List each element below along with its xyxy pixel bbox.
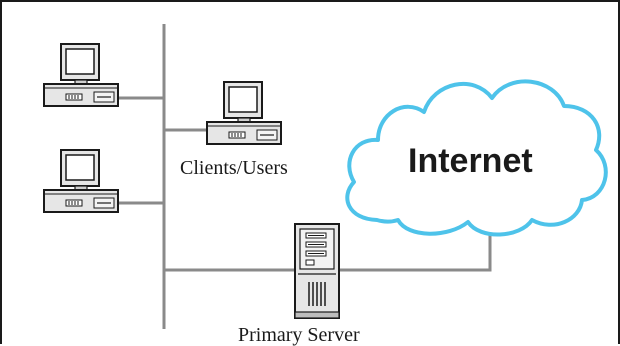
cloud-icon xyxy=(345,79,608,237)
client-computer-1 xyxy=(43,43,119,107)
desktop-computer-icon xyxy=(43,43,119,107)
desktop-computer-icon xyxy=(206,81,282,145)
client-computer-3 xyxy=(43,149,119,213)
client-computer-2 xyxy=(206,81,282,145)
server-tower-icon xyxy=(294,223,340,319)
internet-label: Internet xyxy=(408,142,533,180)
clients-label: Clients/Users xyxy=(180,157,288,179)
desktop-computer-icon xyxy=(43,149,119,213)
server-label: Primary Server xyxy=(238,324,360,346)
internet-link xyxy=(336,224,492,272)
network-lines xyxy=(119,24,492,329)
